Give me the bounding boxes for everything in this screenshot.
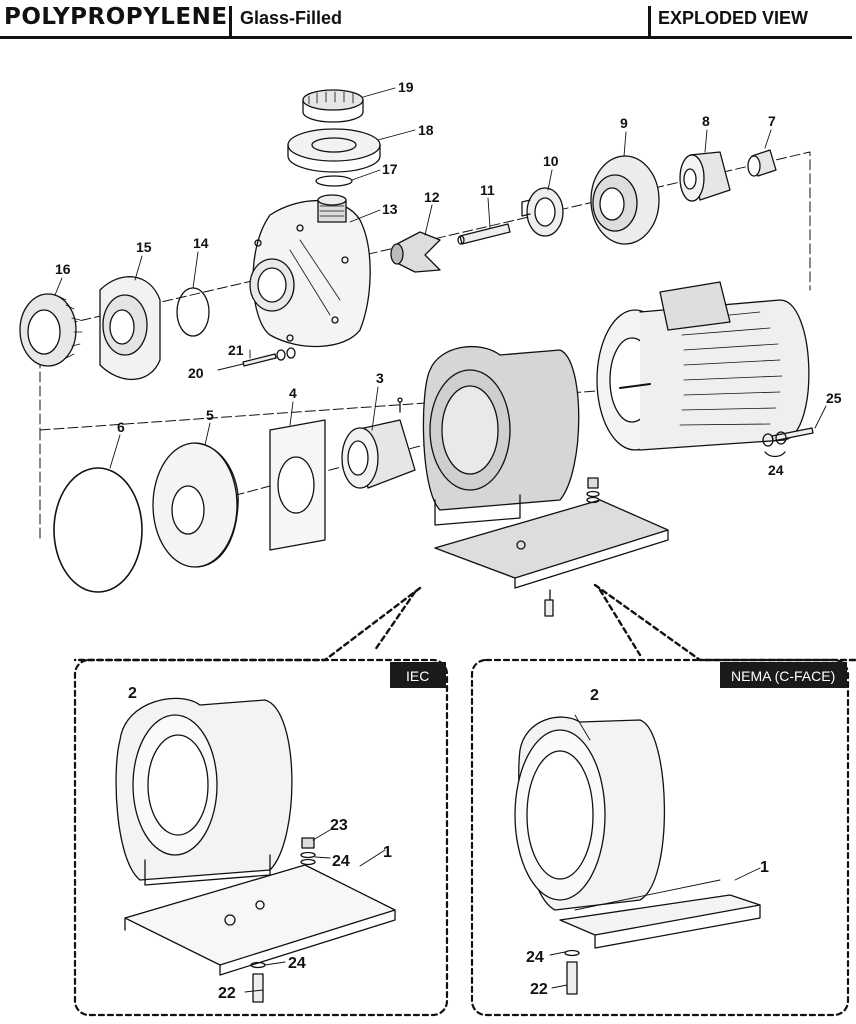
part-5-rear-casing: [152, 442, 239, 568]
label-6: 6: [117, 419, 125, 435]
part-16-union-nut: [19, 293, 83, 367]
label-11: 11: [480, 182, 495, 198]
part-15-union-flange: [99, 276, 161, 381]
nema-label-22: 22: [530, 981, 548, 998]
nema-panel: NEMA (C-FACE) 2 1 24 22: [470, 658, 850, 1017]
label-16: 16: [55, 261, 71, 277]
label-4: 4: [289, 385, 297, 401]
part-8-magnet: [679, 151, 731, 202]
part-17-oring: [315, 175, 353, 187]
nema-label-24: 24: [526, 949, 544, 966]
label-13: 13: [382, 201, 398, 217]
part-labels: 19 18 17 13 12 11 10 9 8 7 16 15 14 21 2…: [55, 79, 842, 478]
page-header: POLYPROPYLENE Glass-Filled EXPLODED VIEW: [0, 0, 856, 44]
label-8: 8: [702, 113, 710, 129]
part-10-bushing: [521, 187, 564, 237]
iec-label-23: 23: [330, 817, 348, 834]
view-title: EXPLODED VIEW: [658, 8, 809, 28]
leader-lines: [54, 87, 827, 469]
part-18-flange: [287, 128, 381, 173]
part-6-oring: [53, 467, 143, 593]
label-15: 15: [136, 239, 152, 255]
part-13-pump-casing: [249, 194, 371, 348]
label-10: 10: [543, 153, 559, 169]
part-19-nut: [302, 89, 364, 123]
iec-label-22: 22: [218, 985, 236, 1002]
header-divider: [648, 6, 651, 38]
iec-label-1: 1: [383, 844, 392, 861]
label-19: 19: [398, 79, 414, 95]
nema-tab: NEMA (C-FACE): [731, 668, 835, 684]
part-14-oring: [176, 287, 210, 337]
label-21: 21: [228, 342, 244, 358]
label-17: 17: [382, 161, 398, 177]
iec-label-24b: 24: [288, 955, 306, 972]
header-rule: [0, 36, 852, 39]
label-25: 25: [826, 390, 842, 406]
motor-bolt: [762, 427, 814, 458]
part-20-21-bolt: [242, 347, 296, 367]
material-subtitle: Glass-Filled: [240, 8, 343, 28]
label-14: 14: [193, 235, 209, 251]
part-4-gasket: [269, 419, 326, 551]
label-7: 7: [768, 113, 776, 129]
part-11-shaft: [457, 223, 511, 245]
iec-tab: IEC: [406, 668, 429, 684]
nema-label-1: 1: [760, 859, 769, 876]
iec-label-2: 2: [128, 685, 137, 702]
label-12: 12: [424, 189, 440, 205]
lantern-bracket: [422, 345, 580, 526]
detail-callout-lines: [73, 583, 856, 662]
base-plate: [434, 499, 669, 617]
label-18: 18: [418, 122, 434, 138]
label-20: 20: [188, 365, 204, 381]
electric-motor: [596, 281, 810, 451]
part-12-impeller: [390, 231, 441, 273]
iec-panel: IEC 2 23 24 1 24 22: [73, 658, 449, 1017]
part-7-sleeve: [747, 149, 777, 177]
label-24: 24: [768, 462, 784, 478]
nema-label-2: 2: [590, 687, 599, 704]
part-3-drive-magnet: [341, 397, 416, 489]
base-nut: [586, 477, 600, 504]
iec-label-24: 24: [332, 853, 350, 870]
part-9-bearing-housing: [590, 155, 660, 245]
material-title: POLYPROPYLENE: [4, 4, 228, 30]
label-5: 5: [206, 407, 214, 423]
header-divider: [229, 6, 232, 38]
label-9: 9: [620, 115, 628, 131]
label-3: 3: [376, 370, 384, 386]
